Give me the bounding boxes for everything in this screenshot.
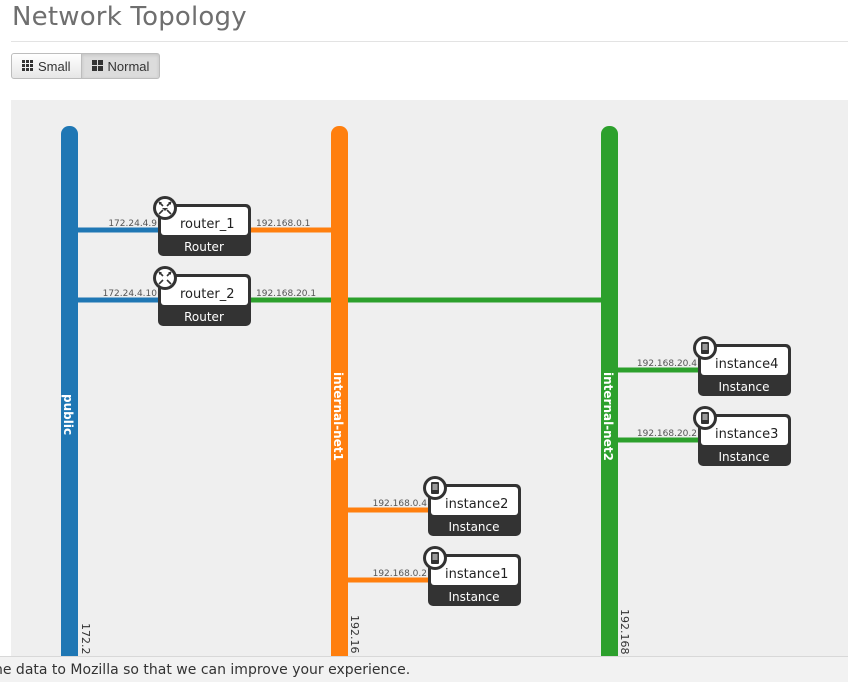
instance3-name: instance3 <box>715 427 778 442</box>
router-icon <box>153 266 177 290</box>
notification-text: he data to Mozilla so that we can improv… <box>0 662 411 678</box>
ip-instance3: 192.168.20.2 <box>637 429 697 439</box>
instance2-name: instance2 <box>445 497 508 512</box>
instance3-node[interactable]: instance3 Instance <box>693 406 791 466</box>
ip-instance2: 192.168.0.4 <box>373 499 428 509</box>
instance4-type: Instance <box>718 380 769 394</box>
server-icon <box>423 546 447 570</box>
instance1-node[interactable]: instance1 Instance <box>423 546 521 606</box>
instance4-name: instance4 <box>715 357 778 372</box>
network-internal-net2-label: internal-net2 <box>601 372 615 461</box>
notification-bar: he data to Mozilla so that we can improv… <box>0 656 848 682</box>
network-public[interactable]: public 172.2 <box>61 126 92 656</box>
network-internal-net2[interactable]: internal-net2 192.168 <box>601 126 631 656</box>
router-2-node[interactable]: router_2 Router <box>153 266 251 326</box>
router-2-name: router_2 <box>180 287 234 302</box>
network-public-label: public <box>61 394 75 435</box>
router-1-node[interactable]: router_1 Router <box>153 196 251 256</box>
router-1-type: Router <box>184 240 224 254</box>
normal-grid-icon <box>91 59 103 74</box>
view-size-toggle: Small Normal <box>11 53 161 79</box>
router-2-type: Router <box>184 310 224 324</box>
instance2-type: Instance <box>448 520 499 534</box>
normal-view-button[interactable]: Normal <box>81 53 161 79</box>
ip-instance1: 192.168.0.2 <box>373 569 427 579</box>
instance1-name: instance1 <box>445 567 508 582</box>
instance1-type: Instance <box>448 590 499 604</box>
router-1-name: router_1 <box>180 217 234 232</box>
small-view-label: Small <box>38 58 71 74</box>
instance4-node[interactable]: instance4 Instance <box>693 336 791 396</box>
ip-router2-net2: 192.168.20.1 <box>256 289 316 299</box>
ip-router1-net1: 192.168.0.1 <box>256 219 310 229</box>
network-internal-net2-cidr: 192.168 <box>618 609 631 655</box>
router-icon <box>153 196 177 220</box>
title-divider <box>11 41 848 42</box>
server-icon <box>423 476 447 500</box>
normal-view-label: Normal <box>107 58 150 74</box>
server-icon <box>693 336 717 360</box>
server-icon <box>693 406 717 430</box>
page-title: Network Topology <box>12 2 247 32</box>
network-internal-net1-label: internal-net1 <box>331 372 345 461</box>
network-internal-net1-cidr: 192.16 <box>348 615 361 654</box>
ip-instance4: 192.168.20.4 <box>637 359 697 369</box>
small-grid-icon <box>22 59 33 74</box>
ip-router1-public: 172.24.4.9 <box>108 219 157 229</box>
small-view-button[interactable]: Small <box>11 53 82 79</box>
network-internal-net1[interactable]: internal-net1 192.16 <box>331 126 361 656</box>
links <box>77 227 703 583</box>
instance2-node[interactable]: instance2 Instance <box>423 476 521 536</box>
network-public-cidr: 172.2 <box>79 623 92 655</box>
topology-canvas: 172.24.4.9 192.168.0.1 172.24.4.10 192.1… <box>11 100 848 656</box>
ip-router2-public: 172.24.4.10 <box>103 289 158 299</box>
instance3-type: Instance <box>718 450 769 464</box>
